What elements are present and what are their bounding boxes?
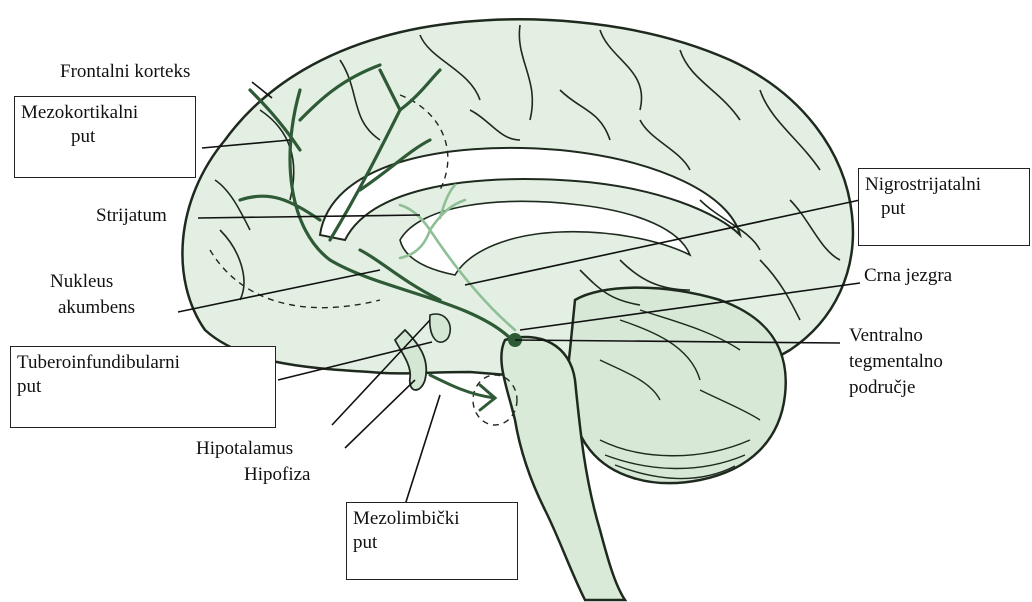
- mesolimbic-line2: put: [353, 531, 511, 555]
- label-striatum: Strijatum: [96, 204, 167, 227]
- label-hypothalamus: Hipotalamus: [196, 437, 293, 460]
- label-vta-line3: područje: [849, 376, 915, 399]
- label-frontal-cortex: Frontalni korteks: [60, 60, 190, 83]
- label-substantia-nigra: Crna jezgra: [864, 264, 952, 287]
- cerebellum: [568, 288, 786, 484]
- tuberoinfundibular-line2: put: [17, 375, 269, 399]
- mesolimbic-line1: Mezolimbički: [353, 507, 511, 531]
- box-mesolimbic-pathway: Mezolimbički put: [346, 502, 518, 580]
- nigrostriatal-line2: put: [865, 197, 1023, 221]
- mesocortical-line1: Mezokortikalni: [21, 101, 189, 125]
- mesocortical-line2: put: [21, 125, 189, 149]
- box-nigrostriatal-pathway: Nigrostrijatalni put: [858, 168, 1030, 246]
- box-tuberoinfundibular-pathway: Tuberoinfundibularni put: [10, 346, 276, 428]
- label-nucleus-accumbens-line2: akumbens: [58, 296, 135, 319]
- mesolimbic-pathway: [430, 375, 495, 410]
- label-nucleus-accumbens-line1: Nukleus: [50, 270, 113, 293]
- label-vta-line2: tegmentalno: [849, 350, 943, 373]
- nigrostriatal-line1: Nigrostrijatalni: [865, 173, 1023, 197]
- label-hypophysis: Hipofiza: [244, 463, 310, 486]
- label-vta-line1: Ventralno: [849, 324, 923, 347]
- box-mesocortical-pathway: Mezokortikalni put: [14, 96, 196, 178]
- tuberoinfundibular-line1: Tuberoinfundibularni: [17, 351, 269, 375]
